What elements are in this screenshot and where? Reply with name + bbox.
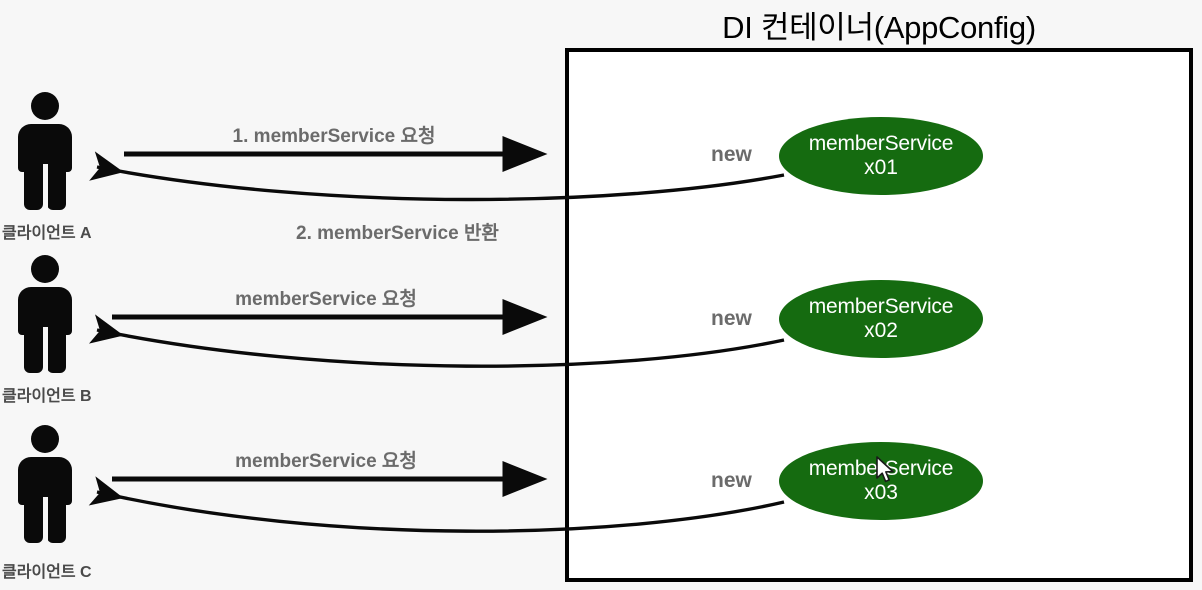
client-c-label: 클라이언트 C [2, 564, 92, 581]
person-leg-left-icon [24, 325, 43, 373]
new-label-3: new [711, 469, 752, 492]
page-title: DI 컨테이너(AppConfig) [722, 10, 1036, 45]
bean-id-label: x02 [864, 319, 898, 342]
client-b-label: 클라이언트 B [2, 388, 92, 405]
person-leg-right-icon [47, 495, 66, 543]
person-leg-gap [43, 497, 48, 543]
person-leg-right-icon [47, 162, 66, 210]
person-icon [14, 255, 76, 373]
person-leg-gap [43, 327, 48, 373]
bean-name-label: memberService [808, 295, 954, 319]
client-c [0, 425, 130, 543]
client-a [0, 92, 130, 210]
person-head-icon [31, 92, 59, 120]
person-icon [14, 92, 76, 210]
bean-id-label: x01 [864, 156, 898, 179]
new-label-2: new [711, 307, 752, 330]
bean-id-label: x03 [864, 481, 898, 504]
person-leg-left-icon [24, 495, 43, 543]
person-head-icon [31, 425, 59, 453]
client-b [0, 255, 130, 373]
bean-name-label: memberService [808, 132, 954, 156]
person-leg-gap [43, 164, 48, 210]
bean-memberservice-x01[interactable]: memberService x01 [779, 117, 983, 195]
request-label-3: memberService 요청 [235, 451, 417, 472]
person-leg-right-icon [47, 325, 66, 373]
request-label-1: 1. memberService 요청 [232, 126, 436, 147]
client-a-label: 클라이언트 A [2, 225, 92, 242]
person-leg-left-icon [24, 162, 43, 210]
bean-memberservice-x02[interactable]: memberService x02 [779, 280, 983, 358]
request-label-2: memberService 요청 [235, 289, 417, 310]
person-head-icon [31, 255, 59, 283]
new-label-1: new [711, 143, 752, 166]
person-icon [14, 425, 76, 543]
mouse-pointer-icon [876, 456, 898, 486]
return-label-1: 2. memberService 반환 [296, 223, 499, 244]
bean-memberservice-x03[interactable]: memberService x03 [779, 442, 983, 520]
